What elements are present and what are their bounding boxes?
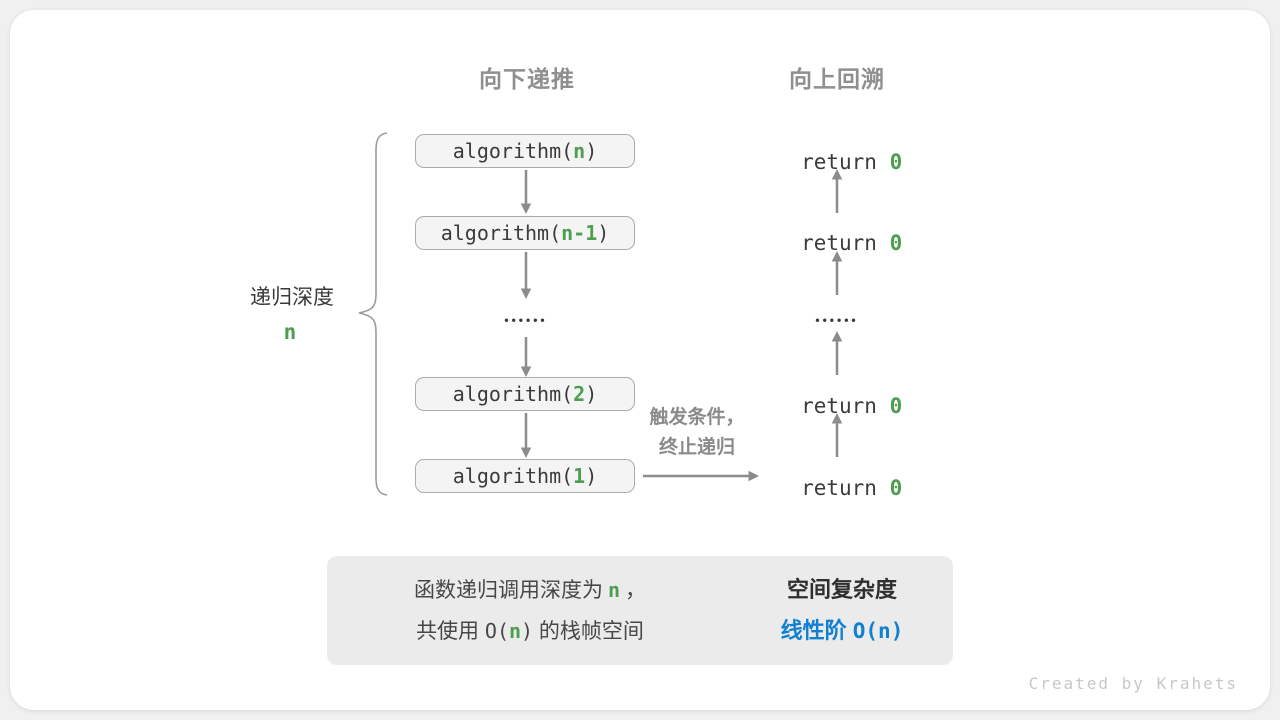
return-value: 0 — [889, 394, 903, 418]
return-statement: return 0 — [776, 126, 902, 174]
summary-text: 函数递归调用深度为 — [413, 579, 603, 602]
summary-big-o: O( — [484, 619, 509, 643]
call-box-n: algorithm(n) — [415, 134, 635, 168]
call-stack-ellipsis: •••••• — [504, 313, 548, 327]
summary-text: 的栈帧空间 — [533, 620, 644, 643]
return-value: 0 — [889, 231, 903, 255]
header-downward-recursion: 向下递推 — [479, 66, 575, 92]
call-text: algorithm( — [452, 382, 574, 406]
return-keyword: return — [801, 476, 890, 500]
call-text: algorithm( — [452, 464, 574, 488]
complexity-order-label: 线性阶 — [780, 618, 853, 643]
trigger-note: 触发条件， 终止递归 — [649, 403, 744, 463]
header-upward-backtracking: 向上回溯 — [789, 66, 885, 92]
summary-text: ， — [625, 579, 647, 602]
summary-text: 共使用 — [416, 620, 485, 643]
call-arg: n-1 — [561, 221, 598, 245]
return-statement: return 0 — [776, 452, 902, 500]
call-arg: 1 — [573, 464, 586, 488]
summary-panel — [327, 556, 953, 665]
call-arg: 2 — [573, 382, 586, 406]
depth-label: 递归深度 — [250, 286, 334, 309]
space-complexity-title: 空间复杂度 — [786, 577, 897, 602]
return-statement: return 0 — [776, 207, 902, 255]
summary-big-o: ) — [521, 619, 534, 643]
summary-n: n — [607, 578, 621, 602]
call-box-n-1: algorithm(n-1) — [415, 216, 635, 250]
trigger-line2: 终止递归 — [658, 437, 736, 458]
complexity-big-o: O(n) — [852, 619, 904, 643]
depth-brace — [358, 132, 388, 496]
summary-n: n — [509, 619, 522, 643]
return-statement: return 0 — [776, 370, 902, 418]
trigger-line1: 触发条件， — [649, 407, 745, 428]
call-text: algorithm( — [452, 139, 574, 163]
return-value: 0 — [889, 476, 903, 500]
space-complexity-result: 线性阶 O(n) — [692, 610, 992, 651]
call-text: ) — [585, 139, 598, 163]
call-text: ) — [585, 464, 598, 488]
footer-credit: Created by Krahets — [1028, 674, 1238, 693]
call-arg: n — [573, 139, 586, 163]
returns-ellipsis: •••••• — [815, 313, 859, 327]
return-keyword: return — [801, 394, 890, 418]
return-value: 0 — [889, 150, 903, 174]
summary-left-line2: 共使用 O(n) 的栈帧空间 — [330, 611, 730, 652]
call-box-1: algorithm(1) — [415, 459, 635, 493]
call-box-2: algorithm(2) — [415, 377, 635, 411]
call-text: ) — [585, 382, 598, 406]
call-text: algorithm( — [440, 221, 562, 245]
return-keyword: return — [801, 150, 890, 174]
call-text: ) — [597, 221, 610, 245]
return-keyword: return — [801, 231, 890, 255]
depth-value: n — [283, 320, 297, 344]
